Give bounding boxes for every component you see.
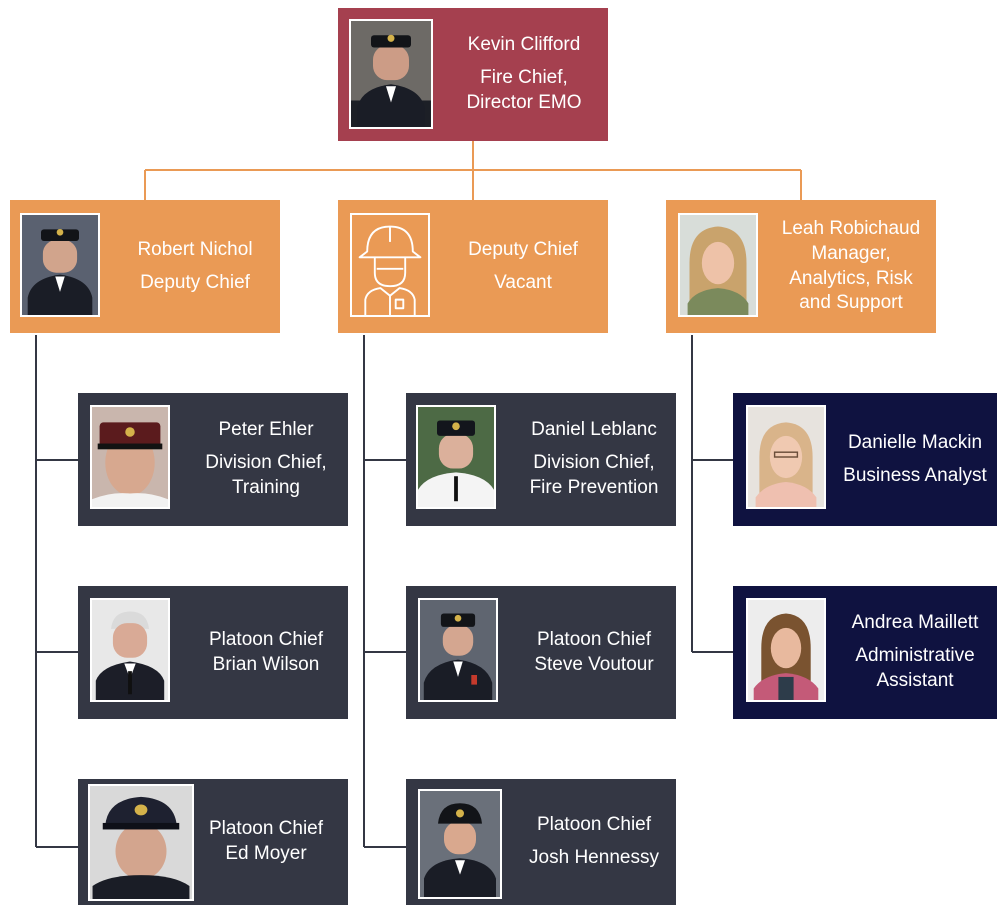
staff-6-line1: Platoon Chief: [536, 814, 652, 836]
staff-1-line1: Peter Ehler: [218, 419, 314, 441]
firefighter-icon: [350, 213, 430, 317]
person-photo-icon: [20, 213, 100, 317]
person-photo-icon: [678, 213, 758, 317]
node-platoon-chief-wilson[interactable]: Platoon Chief Brian Wilson: [78, 586, 348, 719]
node-fire-chief[interactable]: Kevin Clifford Fire Chief, Director EMO: [338, 8, 608, 141]
staff-2-line1: Platoon Chief: [208, 628, 324, 650]
staff-8-line3: Assistant: [876, 669, 954, 691]
person-photo-icon: [746, 598, 826, 702]
staff-8-line1: Andrea Maillett: [851, 612, 979, 634]
staff-3-line1: Platoon Chief: [208, 818, 324, 840]
root-title-2: Director EMO: [466, 91, 582, 113]
node-division-chief-leblanc[interactable]: Daniel Leblanc Division Chief, Fire Prev…: [406, 393, 676, 526]
staff-7-line2: Business Analyst: [843, 464, 987, 486]
staff-4-line3: Fire Prevention: [529, 476, 659, 498]
staff-3-line2: Ed Moyer: [225, 843, 307, 864]
deputy-1-line2: Deputy Chief: [140, 271, 250, 293]
node-manager-robichaud[interactable]: Leah Robichaud Manager, Analytics, Risk …: [666, 200, 936, 333]
person-photo-icon: [418, 789, 502, 899]
person-photo-icon: [418, 598, 498, 702]
root-name: Kevin Clifford: [467, 34, 581, 56]
staff-1-line2: Division Chief,: [205, 452, 327, 474]
person-photo-icon: [416, 405, 496, 509]
deputy-3-line3: Analytics, Risk: [789, 267, 913, 289]
node-admin-assistant-maillett[interactable]: Andrea Maillett Administrative Assistant: [733, 586, 997, 719]
node-deputy-chief-vacant[interactable]: Deputy Chief Vacant: [338, 200, 608, 333]
deputy-3-line1: Leah Robichaud: [781, 218, 921, 240]
staff-6-line2: Josh Hennessy: [529, 847, 659, 868]
person-photo-icon: [90, 598, 170, 702]
staff-1-line3: Training: [232, 476, 300, 498]
deputy-2-line2: Vacant: [494, 271, 552, 293]
staff-4-line2: Division Chief,: [533, 452, 655, 474]
person-photo-icon: [349, 19, 433, 129]
person-photo-icon: [88, 784, 194, 901]
staff-4-line1: Daniel Leblanc: [531, 419, 657, 441]
staff-8-line2: Administrative: [855, 645, 975, 667]
node-platoon-chief-voutour[interactable]: Platoon Chief Steve Voutour: [406, 586, 676, 719]
deputy-1-line1: Robert Nichol: [137, 238, 253, 260]
node-platoon-chief-hennessy[interactable]: Platoon Chief Josh Hennessy: [406, 779, 676, 905]
staff-7-line1: Danielle Mackin: [847, 431, 983, 453]
root-title-1: Fire Chief,: [480, 67, 568, 89]
node-platoon-chief-moyer[interactable]: Platoon Chief Ed Moyer: [78, 779, 348, 905]
deputy-2-line1: Deputy Chief: [468, 238, 578, 260]
node-division-chief-ehler[interactable]: Peter Ehler Division Chief, Training: [78, 393, 348, 526]
staff-5-line2: Steve Voutour: [534, 653, 654, 675]
staff-2-line2: Brian Wilson: [212, 653, 320, 675]
person-photo-icon: [90, 405, 170, 509]
deputy-3-line2: Manager,: [811, 242, 891, 264]
deputy-3-line4: and Support: [799, 292, 903, 314]
person-photo-icon: [746, 405, 826, 509]
staff-5-line1: Platoon Chief: [536, 628, 652, 650]
node-business-analyst-mackin[interactable]: Danielle Mackin Business Analyst: [733, 393, 997, 526]
node-deputy-chief-nichol[interactable]: Robert Nichol Deputy Chief: [10, 200, 280, 333]
